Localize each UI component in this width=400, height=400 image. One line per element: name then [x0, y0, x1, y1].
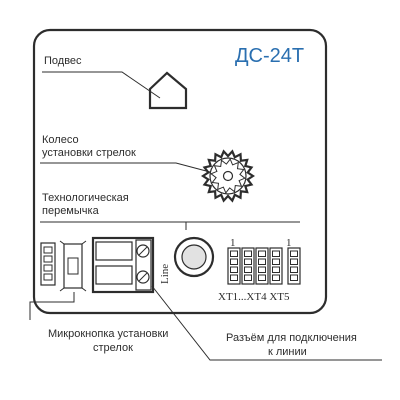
connector-label-line1: Разъём для подключения — [226, 332, 357, 344]
jumper-label-line1: Технологическая — [42, 192, 129, 204]
micro-button[interactable] — [59, 240, 87, 292]
button-leader — [29, 292, 75, 320]
line-connector-ring[interactable] — [173, 236, 215, 278]
connectors-xt1-xt4[interactable] — [227, 247, 283, 285]
line-label: Line — [159, 264, 171, 284]
connector-label-line2: к линии — [268, 346, 307, 358]
technological-jumper[interactable] — [40, 242, 56, 286]
wheel-label-line1: Колесо — [42, 134, 79, 146]
suspension-leader — [42, 71, 161, 99]
suspension-hook-icon — [148, 71, 188, 110]
device-body — [32, 28, 328, 315]
button-label-line1: Микрокнопка установки — [48, 328, 168, 340]
xt-labels: XT1...XT4 XT5 — [218, 291, 290, 303]
jumper-label-line2: перемычка — [42, 205, 100, 217]
terminal-block[interactable] — [91, 236, 155, 294]
connector-xt5[interactable] — [287, 247, 301, 285]
hand-setting-wheel-icon[interactable] — [201, 149, 255, 203]
suspension-label: Подвес — [44, 55, 82, 67]
button-label-line2: стрелок — [93, 342, 133, 354]
pin1-label-xt1: 1 — [230, 237, 236, 249]
connector-leader — [151, 285, 382, 361]
pin1-label-xt5: 1 — [286, 237, 292, 249]
model-title: ДС-24Т — [235, 45, 304, 67]
wheel-leader — [40, 162, 211, 173]
wheel-label-line2: установки стрелок — [42, 147, 136, 159]
